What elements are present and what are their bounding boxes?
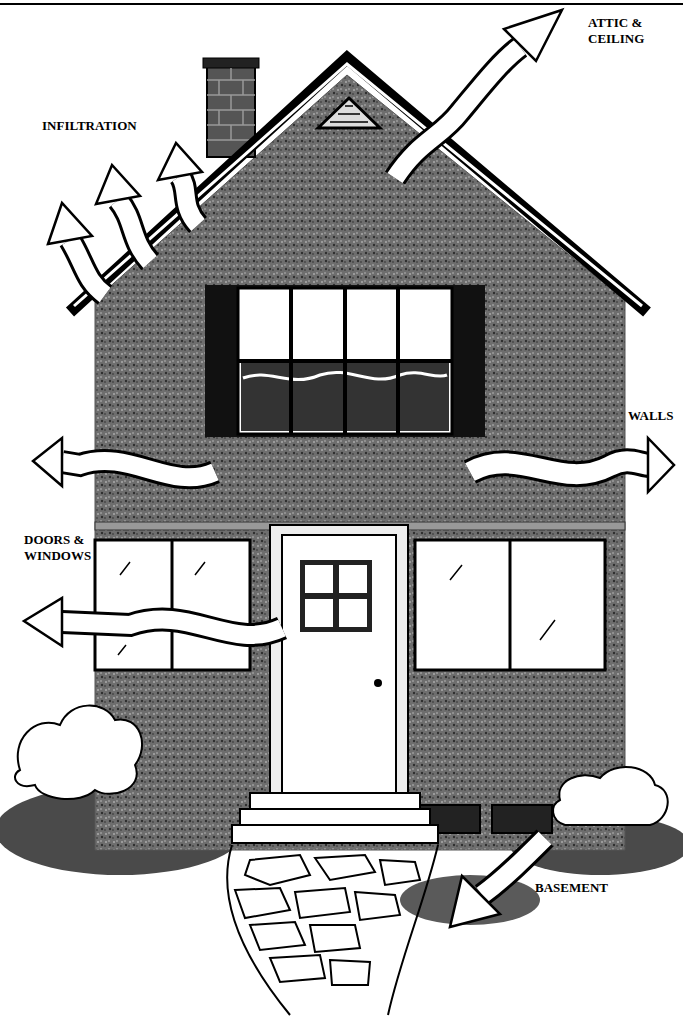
stone-path <box>227 845 438 1015</box>
heat-arrow <box>48 203 105 295</box>
door-pane <box>339 565 367 593</box>
door-panel <box>282 535 396 793</box>
arrow-head <box>450 876 500 927</box>
roof <box>70 58 647 312</box>
arrow-head <box>96 165 140 204</box>
stone <box>250 922 305 950</box>
arrow-head <box>158 143 202 180</box>
bush <box>553 767 668 825</box>
arrow-body <box>62 620 282 635</box>
window-muntins <box>238 288 452 434</box>
front-door <box>270 525 408 793</box>
basement-windows <box>420 805 552 833</box>
door-pane <box>305 565 333 593</box>
upper-window <box>205 285 485 437</box>
door-frame <box>270 525 408 793</box>
bush <box>15 706 142 799</box>
stone <box>380 860 420 885</box>
stone <box>330 960 370 985</box>
door-knob <box>374 679 382 687</box>
arrow-head <box>648 438 674 492</box>
arrow-body <box>470 461 650 474</box>
path-edge <box>227 845 290 1015</box>
stone <box>315 855 375 880</box>
heat-arrow <box>33 438 215 486</box>
top-rule <box>0 3 683 5</box>
arrow-outline <box>62 461 215 477</box>
door-pane <box>305 599 333 627</box>
arrow-head <box>48 203 92 244</box>
step <box>232 825 438 843</box>
part-label: BASEMENT <box>535 880 645 896</box>
door-window <box>300 560 372 632</box>
arrow-outline <box>70 240 105 295</box>
front-steps <box>232 793 438 843</box>
stone <box>245 855 310 885</box>
basement-window <box>492 805 552 833</box>
part-label: ATTIC & CEILING <box>588 15 666 47</box>
arrow-body <box>180 176 198 225</box>
arrow-outline <box>62 620 282 635</box>
heat-arrow <box>158 143 202 225</box>
door-pane <box>339 599 367 627</box>
lower-left-window <box>95 540 250 670</box>
path-edge <box>388 845 438 1015</box>
gable-vent <box>318 98 380 128</box>
arrow-head <box>504 10 562 61</box>
stone <box>355 892 400 920</box>
heat-arrow <box>395 10 562 178</box>
roof-edge <box>70 58 647 312</box>
arrow-body <box>118 200 150 262</box>
arrow-head <box>33 438 62 486</box>
arrow-outline <box>470 461 650 474</box>
window-divider <box>171 540 174 670</box>
part-label: WALLS <box>628 408 683 424</box>
arrow-head <box>24 598 62 646</box>
heat-arrow <box>96 165 150 262</box>
window-divider <box>509 540 512 670</box>
part-label: INFILTRATION <box>42 118 172 134</box>
shutters <box>205 285 485 437</box>
window-frame <box>238 288 452 434</box>
step <box>240 809 430 825</box>
arrow-outline <box>118 200 150 262</box>
arrow-outline <box>180 176 198 225</box>
brick-lines <box>207 68 255 140</box>
heat-arrow <box>470 438 674 492</box>
stone <box>270 955 325 982</box>
step <box>250 793 420 809</box>
heat-arrows <box>24 10 674 927</box>
stone <box>235 888 290 918</box>
roof-trim <box>74 64 642 306</box>
heat-arrow <box>450 838 545 927</box>
window-frame <box>415 540 605 670</box>
vent-slats <box>330 106 368 122</box>
arrow-outline <box>395 47 520 178</box>
stone <box>310 925 360 952</box>
stone <box>295 888 350 918</box>
part-label: DOORS & WINDOWS <box>24 532 116 564</box>
arrow-body <box>70 240 105 295</box>
arrow-body <box>62 461 215 477</box>
glass-glint <box>450 565 555 640</box>
arrow-body <box>395 47 520 178</box>
chimney-cap <box>203 58 259 68</box>
lower-right-window <box>415 540 605 670</box>
window-frame <box>95 540 250 670</box>
heat-arrow <box>24 598 282 646</box>
